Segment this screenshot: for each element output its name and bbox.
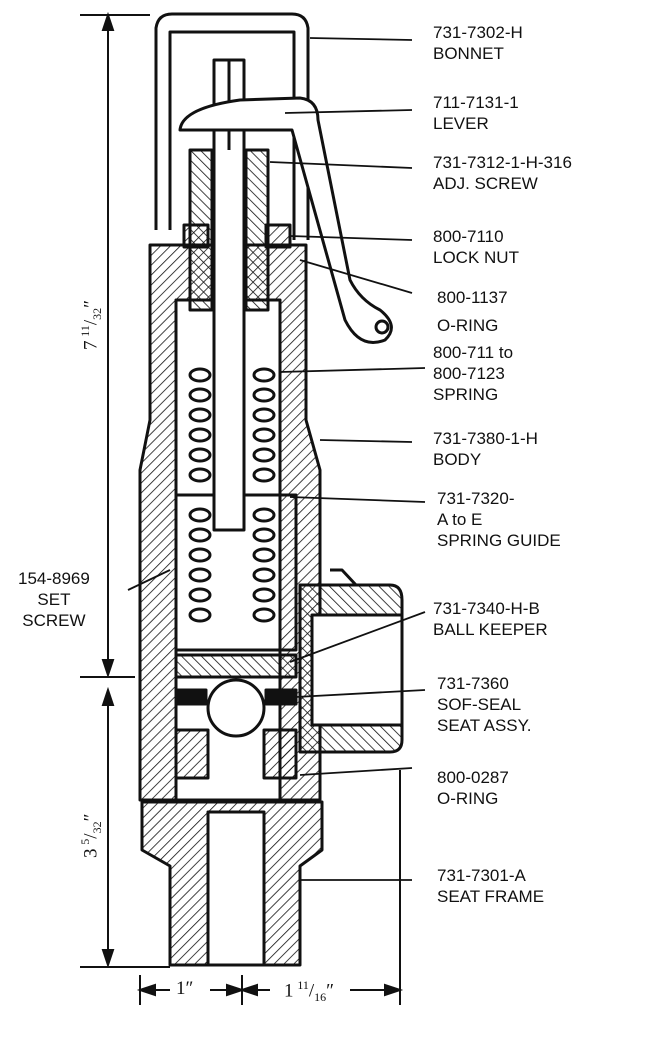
- part-extra: SEAT ASSY.: [437, 716, 532, 735]
- part-number: 731-7340-H-B: [433, 599, 540, 618]
- dim-right-width: 1 11/16″: [284, 978, 335, 1005]
- label-set-screw: 154-8969 SET SCREW: [18, 569, 90, 630]
- part-name: A to E: [437, 510, 483, 529]
- label-bonnet: 731-7302-H BONNET: [433, 22, 523, 64]
- part-name: SOF-SEAL: [437, 695, 522, 714]
- label-body: 731-7380-1-H BODY: [433, 428, 538, 470]
- part-number: 731-7380-1-H: [433, 429, 538, 448]
- dim-lower-height: 3 5/32″: [78, 813, 105, 858]
- ball: [206, 678, 266, 738]
- label-seat-assy: 731-7360 SOF-SEAL SEAT ASSY.: [437, 673, 532, 736]
- label-ball-keeper: 731-7340-H-B BALL KEEPER: [433, 598, 548, 640]
- label-o-ring-upper: 800-1137 O-RING: [437, 284, 508, 340]
- bonnet: [154, 12, 310, 240]
- part-number: 731-7360: [437, 674, 509, 693]
- label-lock-nut: 800-7110 LOCK NUT: [433, 226, 519, 268]
- label-spring-guide: 731-7320- A to E SPRING GUIDE: [437, 488, 561, 551]
- part-extra: SPRING GUIDE: [437, 531, 561, 550]
- part-name: ADJ. SCREW: [433, 174, 538, 193]
- label-o-ring-lower: 800-0287 O-RING: [437, 767, 509, 809]
- leader-lines: [127, 37, 426, 881]
- part-number: 731-7320-: [437, 489, 515, 508]
- lever: [178, 96, 393, 344]
- label-seat-frame: 731-7301-A SEAT FRAME: [437, 865, 544, 907]
- part-number: 800-711 to: [433, 343, 514, 362]
- part-name: SEAT FRAME: [437, 887, 545, 906]
- part-name: BALL KEEPER: [433, 620, 548, 639]
- spring-coils: [188, 367, 276, 623]
- part-name: O-RING: [437, 789, 499, 808]
- part-number: 731-7301-A: [437, 866, 526, 885]
- part-name: BODY: [433, 450, 482, 469]
- part-name: 800-7123: [433, 364, 505, 383]
- part-number: 800-7110: [433, 227, 504, 246]
- part-number: 800-0287: [437, 768, 509, 787]
- dim-left-width: 1″: [176, 978, 194, 999]
- label-adj-screw: 731-7312-1-H-316 ADJ. SCREW: [433, 152, 572, 194]
- part-number: 800-1137: [437, 288, 508, 307]
- label-spring: 800-711 to 800-7123 SPRING: [433, 342, 513, 405]
- dim-upper-height: 7 11/32″: [78, 299, 105, 350]
- lock-nut: [182, 223, 210, 249]
- part-name: LOCK NUT: [433, 248, 519, 267]
- ball-keeper: [174, 653, 298, 679]
- part-extra: SPRING: [433, 385, 499, 404]
- part-number: 731-7312-1-H-316: [433, 153, 572, 172]
- part-name: LEVER: [433, 114, 489, 133]
- part-name: BONNET: [433, 44, 504, 63]
- part-name: O-RING: [437, 316, 499, 335]
- label-lever: 711-7131-1 LEVER: [433, 92, 519, 134]
- part-number: 731-7302-H: [433, 23, 523, 42]
- part-number: 711-7131-1: [433, 93, 519, 112]
